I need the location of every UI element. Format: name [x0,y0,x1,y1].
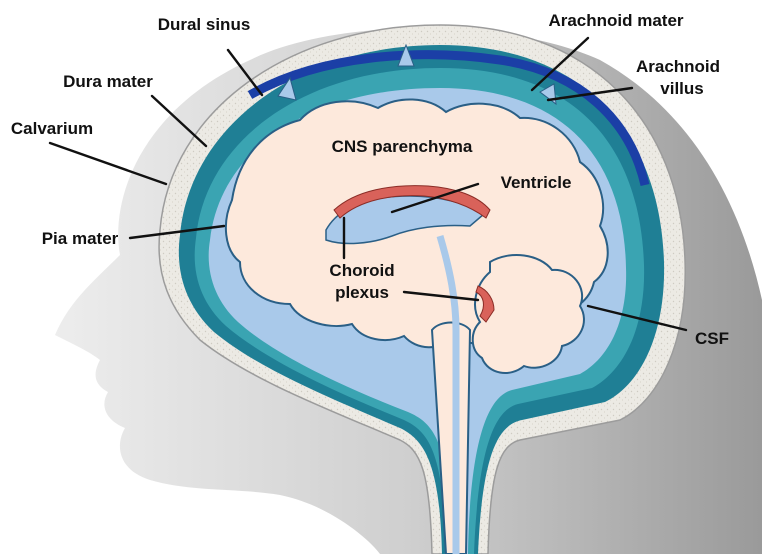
label-choroid-plexus-line2: plexus [335,283,389,302]
label-choroid-plexus-line1: Choroid [329,261,394,280]
choroid-plexus-4th [475,285,495,323]
label-csf: CSF [695,329,729,348]
cerebellum [471,254,585,374]
dural-sinus-vessel [247,50,650,187]
label-arachnoid-villus-line2: villus [660,79,703,98]
label-dural-sinus: Dural sinus [158,15,251,34]
label-calvarium: Calvarium [11,119,93,138]
label-arachnoid-mater: Arachnoid mater [548,11,683,30]
leader-lines [48,36,688,332]
label-cns-parenchyma: CNS parenchyma [332,137,473,156]
label-ventricle: Ventricle [501,173,572,192]
label-arachnoid-villus-line1: Arachnoid [636,57,720,76]
label-dura-mater: Dura mater [63,72,153,91]
label-pia-mater: Pia mater [42,229,119,248]
central-canal [436,235,460,554]
